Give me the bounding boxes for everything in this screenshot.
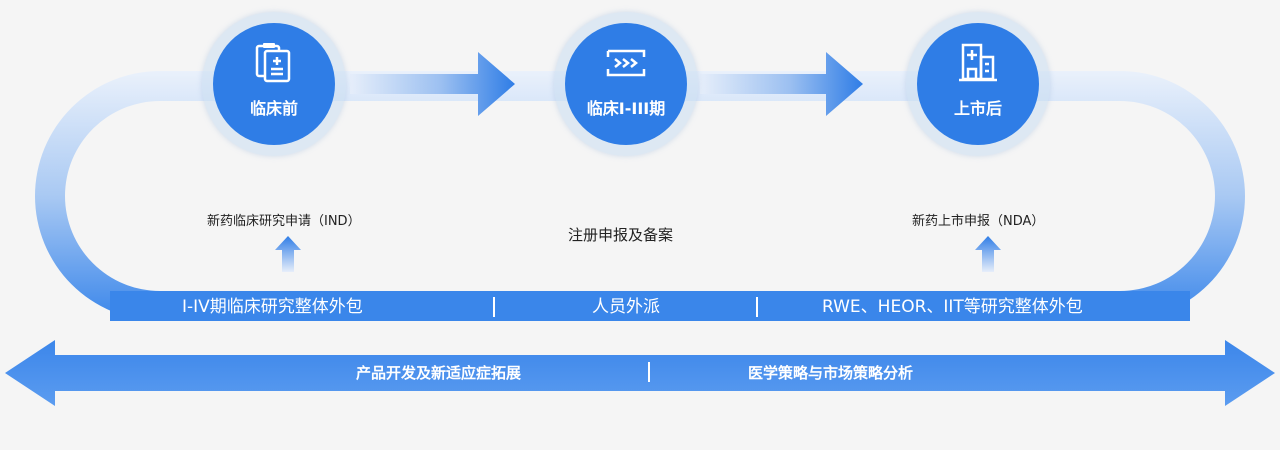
up-arrow-icon [275, 236, 301, 272]
fast-forward-badge-icon [606, 49, 646, 77]
stage-label: 临床I-III期 [586, 99, 666, 118]
stage-post-market: 上市后 [906, 12, 1050, 156]
stage-circle: 临床I-III期 [565, 23, 687, 145]
service-band [110, 291, 1190, 321]
flow-arrow-2 [700, 52, 863, 116]
band-item-clinical-outsourcing: I-IV期临床研究整体外包 [182, 297, 363, 317]
band-separator [756, 297, 758, 317]
stage-label: 临床前 [249, 99, 298, 118]
stage-circle: 上市后 [917, 23, 1039, 145]
band-item-rwe-outsourcing: RWE、HEOR、IIT等研究整体外包 [822, 297, 1083, 317]
band-separator [493, 297, 495, 317]
milestone-ind: 新药临床研究申请（IND） [207, 214, 361, 229]
arrow-item-product-development: 产品开发及新适应症拓展 [356, 364, 522, 382]
stage-clinical: 临床I-III期 [554, 12, 698, 156]
stage-label: 上市后 [953, 99, 1002, 118]
stage-preclinical: 临床前 [202, 12, 346, 156]
stage-circle: 临床前 [213, 23, 335, 145]
double-arrow [5, 340, 1275, 406]
hospital-building-icon [959, 43, 997, 82]
flow-arrow-1 [350, 52, 515, 116]
arrow-item-medical-strategy: 医学策略与市场策略分析 [748, 364, 914, 382]
milestone-nda: 新药上市申报（NDA） [912, 214, 1045, 229]
arrow-separator [648, 362, 650, 382]
up-arrow-icon [975, 236, 1001, 272]
band-item-staffing: 人员外派 [592, 297, 660, 317]
clipboard-medical-icon [255, 43, 291, 83]
milestone-registration: 注册申报及备案 [568, 226, 674, 244]
